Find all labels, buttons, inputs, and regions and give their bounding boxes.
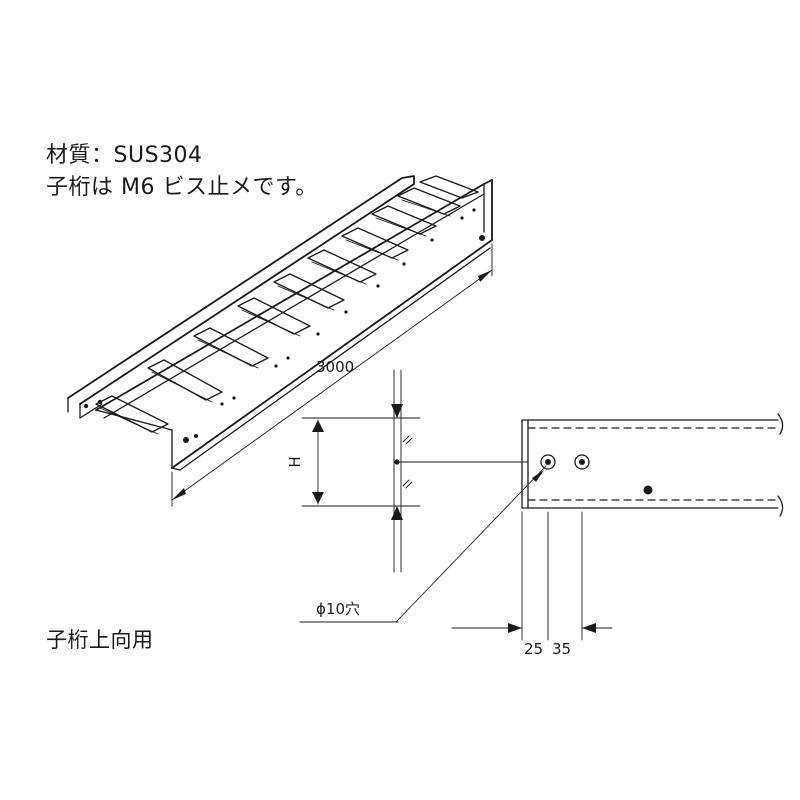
section-detail: H bbox=[286, 369, 784, 641]
rungs bbox=[95, 175, 479, 435]
height-dimension bbox=[301, 417, 421, 507]
material-note: 材質：SUS304 bbox=[46, 143, 203, 168]
pitch-label-25: 25 bbox=[524, 640, 543, 658]
pitch-label-35: 35 bbox=[552, 640, 571, 658]
orientation-note: 子桁上向用 bbox=[46, 628, 154, 652]
cable-ladder-view bbox=[67, 175, 493, 507]
rail-bolt-holes bbox=[83, 208, 485, 443]
front-side-rail bbox=[95, 179, 493, 471]
hole-leader bbox=[299, 465, 547, 623]
back-side-rail bbox=[67, 175, 415, 419]
hole-diameter-label: ϕ10穴 bbox=[316, 600, 360, 618]
pitch-dimension bbox=[451, 511, 613, 641]
height-dimension-label: H bbox=[286, 456, 304, 467]
length-dimension bbox=[171, 243, 493, 507]
length-dimension-label: 3000 bbox=[316, 358, 354, 376]
screw-note: 子桁は M6 ビス止メです。 bbox=[46, 175, 318, 200]
rail-side-elevation bbox=[521, 413, 784, 517]
rail-web-section bbox=[391, 369, 529, 573]
